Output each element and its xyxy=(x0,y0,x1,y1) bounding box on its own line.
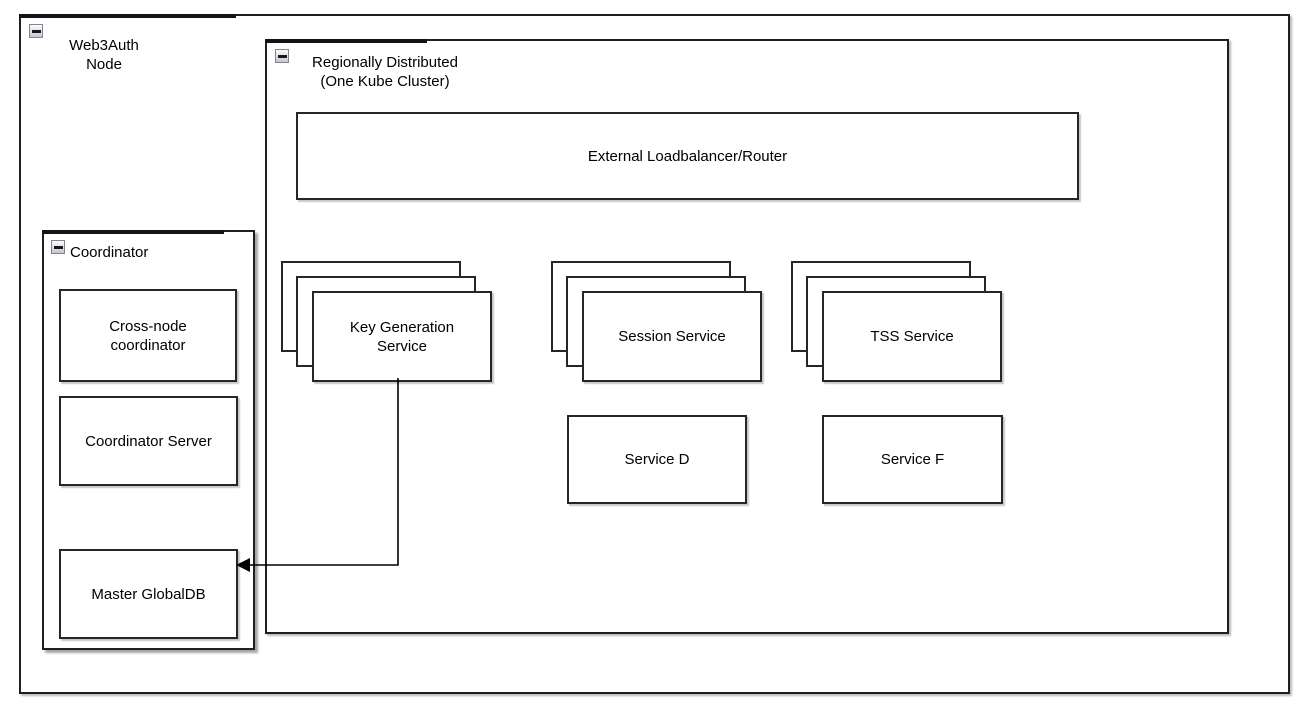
shape-label: External Loadbalancer/Router xyxy=(587,147,788,165)
title-line: Coordinator xyxy=(70,244,149,261)
shape-key-generation-service[interactable]: Key Generation Service xyxy=(312,291,492,382)
shape-label: coordinator xyxy=(110,336,186,354)
shape-label: Key Generation xyxy=(349,318,455,336)
shape-service-d[interactable]: Service D xyxy=(567,415,747,504)
collapse-icon[interactable] xyxy=(51,240,65,254)
collapse-icon[interactable] xyxy=(275,49,289,63)
title-line: Web3Auth xyxy=(69,37,139,54)
shape-label: TSS Service xyxy=(870,328,954,345)
container-title-web3auth-node: Web3Auth Node xyxy=(39,36,169,74)
minus-icon xyxy=(53,245,63,249)
title-line: Regionally Distributed xyxy=(312,54,458,71)
title-line: Node xyxy=(86,56,122,73)
shape-master-globaldb[interactable]: Master GlobalDB xyxy=(59,549,238,639)
shape-label: Service F xyxy=(880,451,945,468)
shape-label: Session Service xyxy=(618,328,726,345)
collapse-icon[interactable] xyxy=(29,24,43,38)
container-regionally-distributed[interactable]: Regionally Distributed (One Kube Cluster… xyxy=(265,39,1229,634)
container-title-regionally-distributed: Regionally Distributed (One Kube Cluster… xyxy=(295,53,475,91)
shape-external-loadbalancer[interactable]: External Loadbalancer/Router xyxy=(296,112,1079,200)
minus-icon xyxy=(277,54,287,58)
shape-label: Cross-node xyxy=(109,317,187,335)
shape-label: Service xyxy=(376,337,428,355)
shape-coordinator-server[interactable]: Coordinator Server xyxy=(59,396,238,486)
shape-service-f[interactable]: Service F xyxy=(822,415,1003,504)
shape-session-service[interactable]: Session Service xyxy=(582,291,762,382)
shape-cross-node-coordinator[interactable]: Cross-node coordinator xyxy=(59,289,237,382)
shape-tss-service[interactable]: TSS Service xyxy=(822,291,1002,382)
container-title-coordinator: Coordinator xyxy=(70,243,148,262)
container-coordinator[interactable]: Coordinator Cross-node coordinator Coord… xyxy=(42,230,255,650)
minus-icon xyxy=(31,29,41,33)
shape-label: Master GlobalDB xyxy=(91,585,206,603)
title-line: (One Kube Cluster) xyxy=(320,73,450,90)
shape-label: Service D xyxy=(624,451,690,468)
container-web3auth-node[interactable]: Web3Auth Node Regionally Distributed (On… xyxy=(19,14,1290,694)
shape-label: Coordinator Server xyxy=(85,432,212,450)
